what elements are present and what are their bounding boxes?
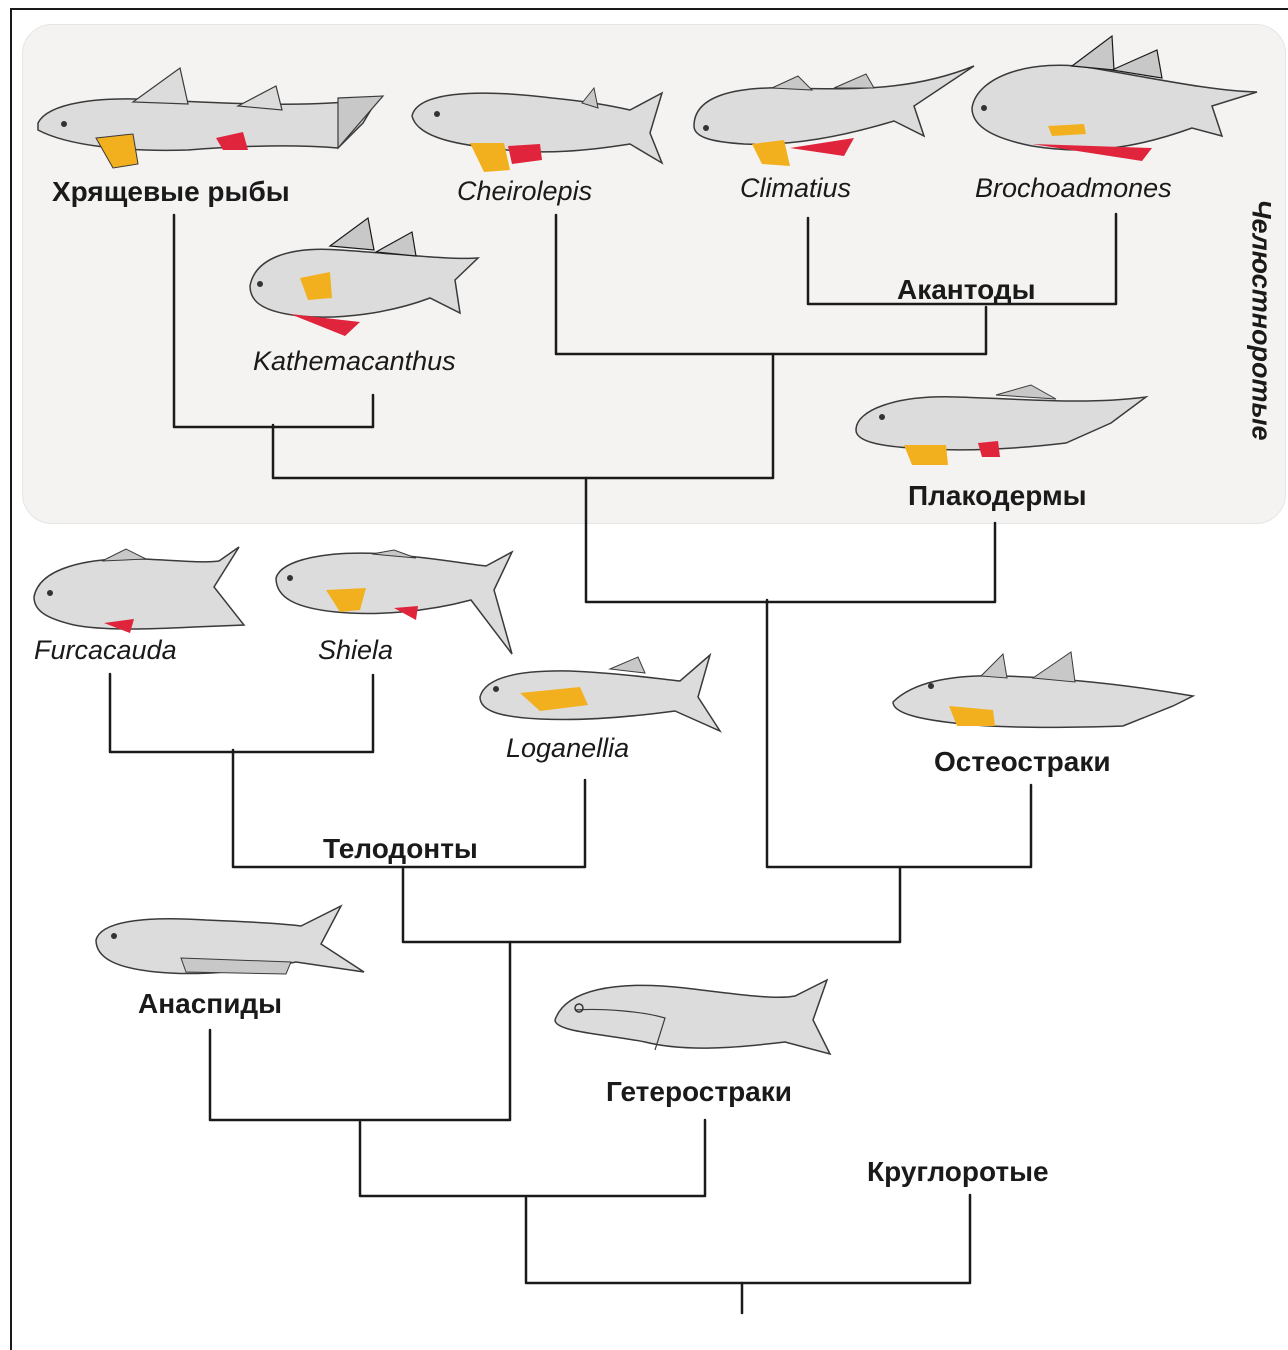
clade-label-cyclostomata: Круглоротые — [867, 1158, 1049, 1186]
clade-label-acanthodii: Акантоды — [897, 276, 1035, 304]
taxon-label-cheirolepis: Cheirolepis — [457, 178, 592, 205]
taxon-label-loganellia: Loganellia — [506, 735, 629, 762]
kathemacanthus-fish-icon — [250, 218, 478, 336]
furcacauda-fish-icon — [34, 547, 244, 633]
taxon-label-climatius: Climatius — [740, 175, 851, 202]
placoderm-fish-icon — [856, 385, 1146, 465]
taxon-label-kathemacanthus: Kathemacanthus — [253, 348, 456, 375]
clade-label-thelodonti: Телодонты — [323, 835, 478, 863]
group-label-text: Челюстноротые — [1246, 199, 1277, 440]
clade-label-placodermi: Плакодермы — [908, 482, 1087, 510]
taxon-label-brochoadmones: Brochoadmones — [975, 175, 1172, 202]
loganellia-fish-icon — [480, 655, 720, 731]
taxon-label-furcacauda: Furcacauda — [34, 637, 177, 664]
anaspida-fish-icon — [96, 906, 364, 974]
climatius-fish-icon — [694, 66, 974, 166]
clade-label-heterostraci: Гетеростраки — [606, 1078, 792, 1106]
brochoadmones-fish-icon — [972, 36, 1257, 161]
heterostraci-fish-icon — [555, 980, 830, 1054]
clade-label-anaspida: Анаспиды — [138, 990, 282, 1018]
taxon-label-shiela: Shiela — [318, 637, 393, 664]
group-label-gnathostomata: Челюстноротые — [1241, 150, 1281, 490]
shiela-fish-icon — [276, 550, 512, 654]
clade-label-osteostraci: Остеостраки — [934, 748, 1111, 776]
cheirolepis-fish-icon — [412, 88, 662, 172]
taxon-label-chondrichthyes: Хрящевые рыбы — [52, 178, 290, 206]
osteostraci-fish-icon — [893, 652, 1193, 727]
chondrichthyes-fish-icon — [38, 68, 383, 168]
